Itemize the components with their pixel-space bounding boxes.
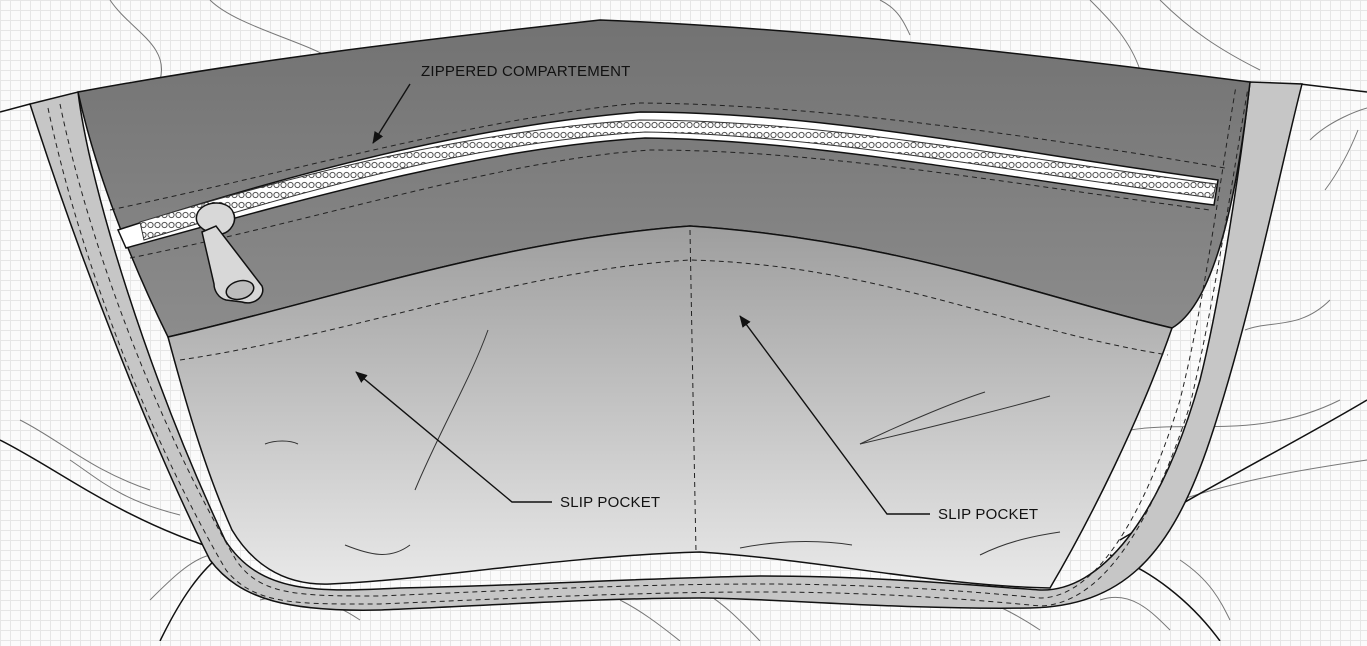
- zipper-puller-icon: [195, 202, 264, 304]
- label-slip-pocket-left: SLIP POCKET: [560, 494, 661, 511]
- slip-pocket-body: [167, 225, 1173, 589]
- label-slip-pocket-right: SLIP POCKET: [938, 506, 1039, 523]
- arrow-slip-right: [739, 315, 930, 515]
- arrow-slip-left: [355, 371, 552, 503]
- pocket-wrinkles: [264, 329, 1061, 556]
- stitching: [47, 85, 1249, 607]
- label-zippered-compartment: ZIPPERED COMPARTEMENT: [421, 63, 631, 80]
- edge-binding: [29, 81, 1303, 611]
- zipper-teeth: [139, 119, 1217, 241]
- arrow-zippered: [372, 83, 411, 144]
- callout-arrows: [355, 83, 930, 515]
